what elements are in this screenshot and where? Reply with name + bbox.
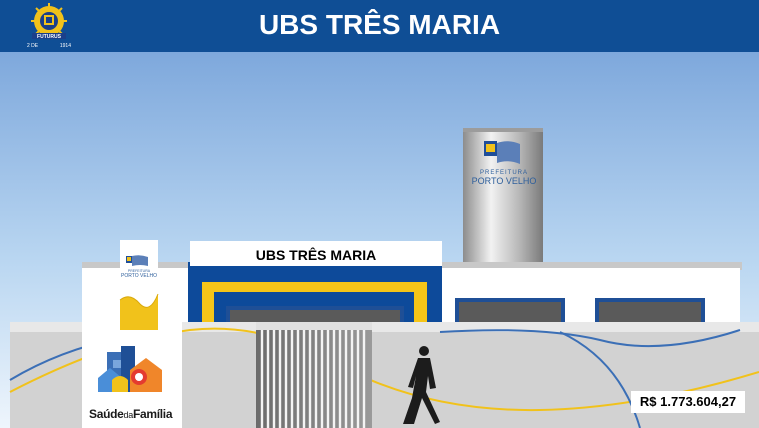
brand-part2: da [124,410,134,420]
page-title: UBS TRÊS MARIA [258,9,501,40]
brand-part3: Família [133,407,173,421]
facade-sign: UBS TRÊS MARIA [190,241,442,266]
panel-text-line1: PREFEITURA [128,269,151,273]
facade-sign-label: UBS TRÊS MARIA [255,247,377,263]
saude-familia-panel: SaúdedaFamília [82,322,182,428]
prefeitura-sign-column: PREFEITURA PORTO VELHO [119,240,159,330]
entrance-gate [256,322,372,428]
building-entrance-block [188,262,442,332]
tower-flag-icon [484,141,520,164]
tower-text-line1: PREFEITURA [480,170,528,176]
svg-text:SaúdedaFamília: SaúdedaFamília [89,407,173,421]
panel-flag-icon [126,255,148,266]
family-icon [98,346,162,392]
brand-part1: Saúde [89,407,124,421]
panel-text-line2: PORTO VELHO [121,273,157,279]
logo-text-right: 1914 [60,43,71,49]
logo-text-top: FUTURUS [37,34,62,40]
building-right-wing [440,262,742,330]
tower-text-line2: PORTO VELHO [472,176,537,186]
pedestrian-silhouette [403,346,440,424]
water-tower: PREFEITURA PORTO VELHO [463,128,543,266]
header-bar: FUTURUS 2 DE 1914 UBS TRÊS MARIA [0,0,759,52]
prefeitura-crest-icon: FUTURUS 2 DE 1914 [27,3,71,49]
ubs-illustration: PREFEITURA PORTO VELHO [0,52,759,428]
logo-text-left: 2 DE [27,43,39,49]
price-label: R$ 1.773.604,27 [639,394,737,409]
price-label-box: R$ 1.773.604,27 [631,391,745,413]
